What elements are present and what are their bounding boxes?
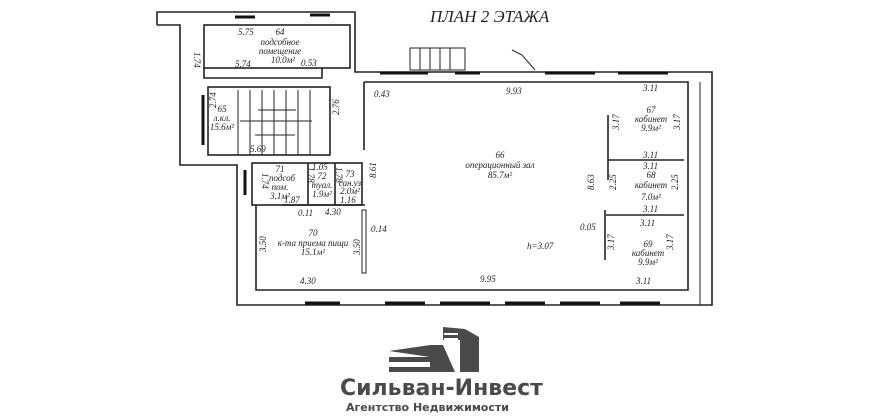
dim-label: 3.11	[642, 161, 658, 171]
dim-label: 3.11	[642, 83, 658, 93]
room-71-name: подсоб	[269, 173, 296, 183]
dim-label: 9.93	[506, 86, 522, 96]
room-70-area: 15.1м²	[301, 247, 325, 257]
dim-label: 4.30	[300, 276, 316, 286]
dim-label: 1.78	[306, 167, 316, 183]
room-72-name: туал.	[312, 180, 333, 190]
dim-label: 3.17	[611, 114, 621, 131]
dim-label: 0.53	[301, 58, 317, 68]
dim-label: 3.50	[352, 239, 362, 256]
room-69-name: кабинет	[632, 248, 665, 258]
room-69-number: 69	[644, 239, 654, 249]
dim-label: 1.78	[334, 167, 344, 183]
room-66-name: операционный зал	[465, 160, 534, 170]
room-65-name: л.кл.	[213, 113, 231, 123]
room-66-area: 85.7м²	[488, 170, 512, 180]
room-73-name: сан.уз.	[339, 178, 364, 188]
dim-label: 2.25	[670, 174, 680, 190]
room-64-number: 64	[276, 27, 286, 37]
room-73-area: 2.0м²	[340, 186, 360, 196]
room-64-name: подсобное	[260, 37, 299, 47]
room-73-number: 73	[346, 169, 356, 179]
dim-label: 8.61	[368, 162, 378, 178]
dim-label: 3.11	[639, 218, 655, 228]
room-71-area: 3.1м²	[269, 191, 290, 201]
dim-label: 3.17	[665, 234, 675, 251]
dim-label: 3.11	[642, 204, 658, 214]
dim-label: 5.74	[235, 59, 251, 69]
logo-tagline: Агентство Недвижимости	[346, 401, 509, 414]
dim-label: 0.05	[580, 222, 596, 232]
room-65-number: 65	[218, 104, 228, 114]
dim-label: 5.69	[250, 144, 266, 154]
plan-title: ПЛАН 2 ЭТАЖА	[429, 7, 550, 26]
dim-label: 1.05	[312, 162, 328, 172]
staircase	[237, 47, 536, 155]
room-68-area: 7.0м²	[641, 192, 661, 202]
dim-label: 0.14	[371, 224, 387, 234]
dim-label: 3.11	[642, 150, 658, 160]
dim-label: 1.16	[340, 195, 356, 205]
dim-label: 1.74	[260, 173, 270, 189]
dim-label: 2.25	[608, 174, 618, 190]
room-70-number: 70	[309, 228, 319, 238]
room-72-number: 72	[318, 171, 328, 181]
dim-label: 3.50	[258, 236, 268, 253]
dim-label: 3.17	[606, 234, 616, 251]
dim-label: 5.75	[238, 27, 254, 37]
dim-label: 0.43	[374, 89, 390, 99]
room-71-number: 71	[276, 164, 285, 174]
room-65-area: 15.6м²	[210, 122, 234, 132]
room-72-area: 1.9м²	[312, 189, 332, 199]
room-69-area: 9.9м²	[638, 257, 658, 267]
room-68-name: кабинет	[635, 180, 668, 190]
dim-label: 3.11	[635, 276, 651, 286]
company-logo-icon	[389, 327, 479, 372]
dim-label: 9.95	[480, 274, 496, 284]
room-66-number: 66	[496, 150, 506, 160]
ceiling-height: h=3.07	[527, 241, 554, 251]
room-64-area: 10.0м²	[271, 55, 295, 65]
dim-label: 4.30	[325, 207, 341, 217]
room-64-name2: помещение	[259, 46, 301, 56]
dim-label: 1.87	[284, 195, 300, 205]
room-67-number: 67	[647, 105, 657, 115]
dim-label: 8.63	[586, 174, 596, 190]
room-67-name: кабинет	[635, 114, 668, 124]
room-68-number: 68	[647, 170, 657, 180]
dim-label: 0.11	[298, 208, 313, 218]
dimensions: 5.75 1.74 5.74 0.53 0.43 2.74 2.76 5.69 …	[192, 27, 682, 286]
dim-label: 2.76	[331, 99, 341, 115]
dim-label: 2.74	[208, 92, 218, 108]
windows	[201, 13, 668, 305]
room-67-area: 9.9м²	[641, 123, 661, 133]
logo-name: Сильван-Инвест	[340, 376, 543, 401]
dim-label: 3.17	[672, 114, 682, 131]
room-70-name: к-та приема пищи	[278, 238, 349, 248]
dim-label: 1.74	[192, 52, 202, 68]
room-71-name2: пом.	[272, 182, 289, 192]
walls	[156, 11, 713, 306]
